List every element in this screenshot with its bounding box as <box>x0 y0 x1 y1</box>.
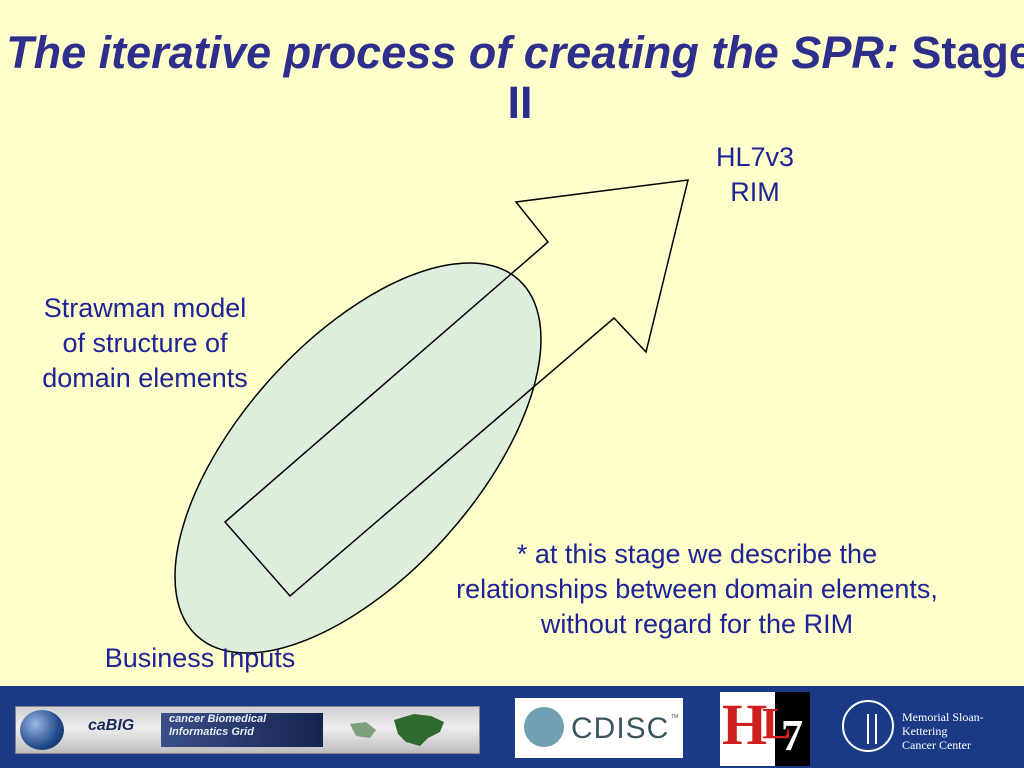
seal-inner-mark <box>867 714 877 744</box>
cabig-wordmark: caBIG <box>88 717 135 734</box>
stage-note: * at this stage we describe the relation… <box>456 539 938 640</box>
hl7-black-panel <box>775 692 810 766</box>
hl7-digit-7: 7 <box>781 711 803 760</box>
hl7-letter-l: L <box>762 699 792 748</box>
globe-icon <box>20 710 64 750</box>
cabig-tagline: cancer Biomedical Informatics Grid <box>169 713 267 738</box>
title-stage: Stage II <box>507 27 1024 128</box>
cabig-band <box>161 713 323 747</box>
hl7-logo: H L 7 <box>720 692 810 766</box>
logo-footer: caBIG cancer Biomedical Informatics Grid… <box>0 686 1024 768</box>
title-italic: The iterative process of creating the SP… <box>6 27 899 78</box>
slide-title: The iterative process of creating the SP… <box>0 28 1024 128</box>
business-inputs-label: Business Inputs <box>104 643 296 673</box>
process-diagram <box>174 179 689 654</box>
helix-icon <box>524 707 564 747</box>
strawman-label: Strawman model of structure of domain el… <box>42 293 248 394</box>
cabig-logo: caBIG cancer Biomedical Informatics Grid <box>15 706 480 754</box>
cdisc-tm: TM <box>671 714 679 720</box>
mskcc-logo: Memorial Sloan-Kettering Cancer Center <box>838 696 1013 758</box>
stage-arrow <box>223 179 689 598</box>
hl7-letter-h: H <box>722 692 768 757</box>
hl7-rim-label: HL7v3 RIM <box>715 142 795 208</box>
cdisc-wordmark: CDISC <box>571 712 670 745</box>
map-icon <box>350 714 444 746</box>
mskcc-name: Memorial Sloan-Kettering Cancer Center <box>902 710 984 752</box>
seal-icon <box>842 700 894 752</box>
strawman-ellipse <box>174 262 542 654</box>
cdisc-logo: CDISC TM <box>515 698 683 758</box>
